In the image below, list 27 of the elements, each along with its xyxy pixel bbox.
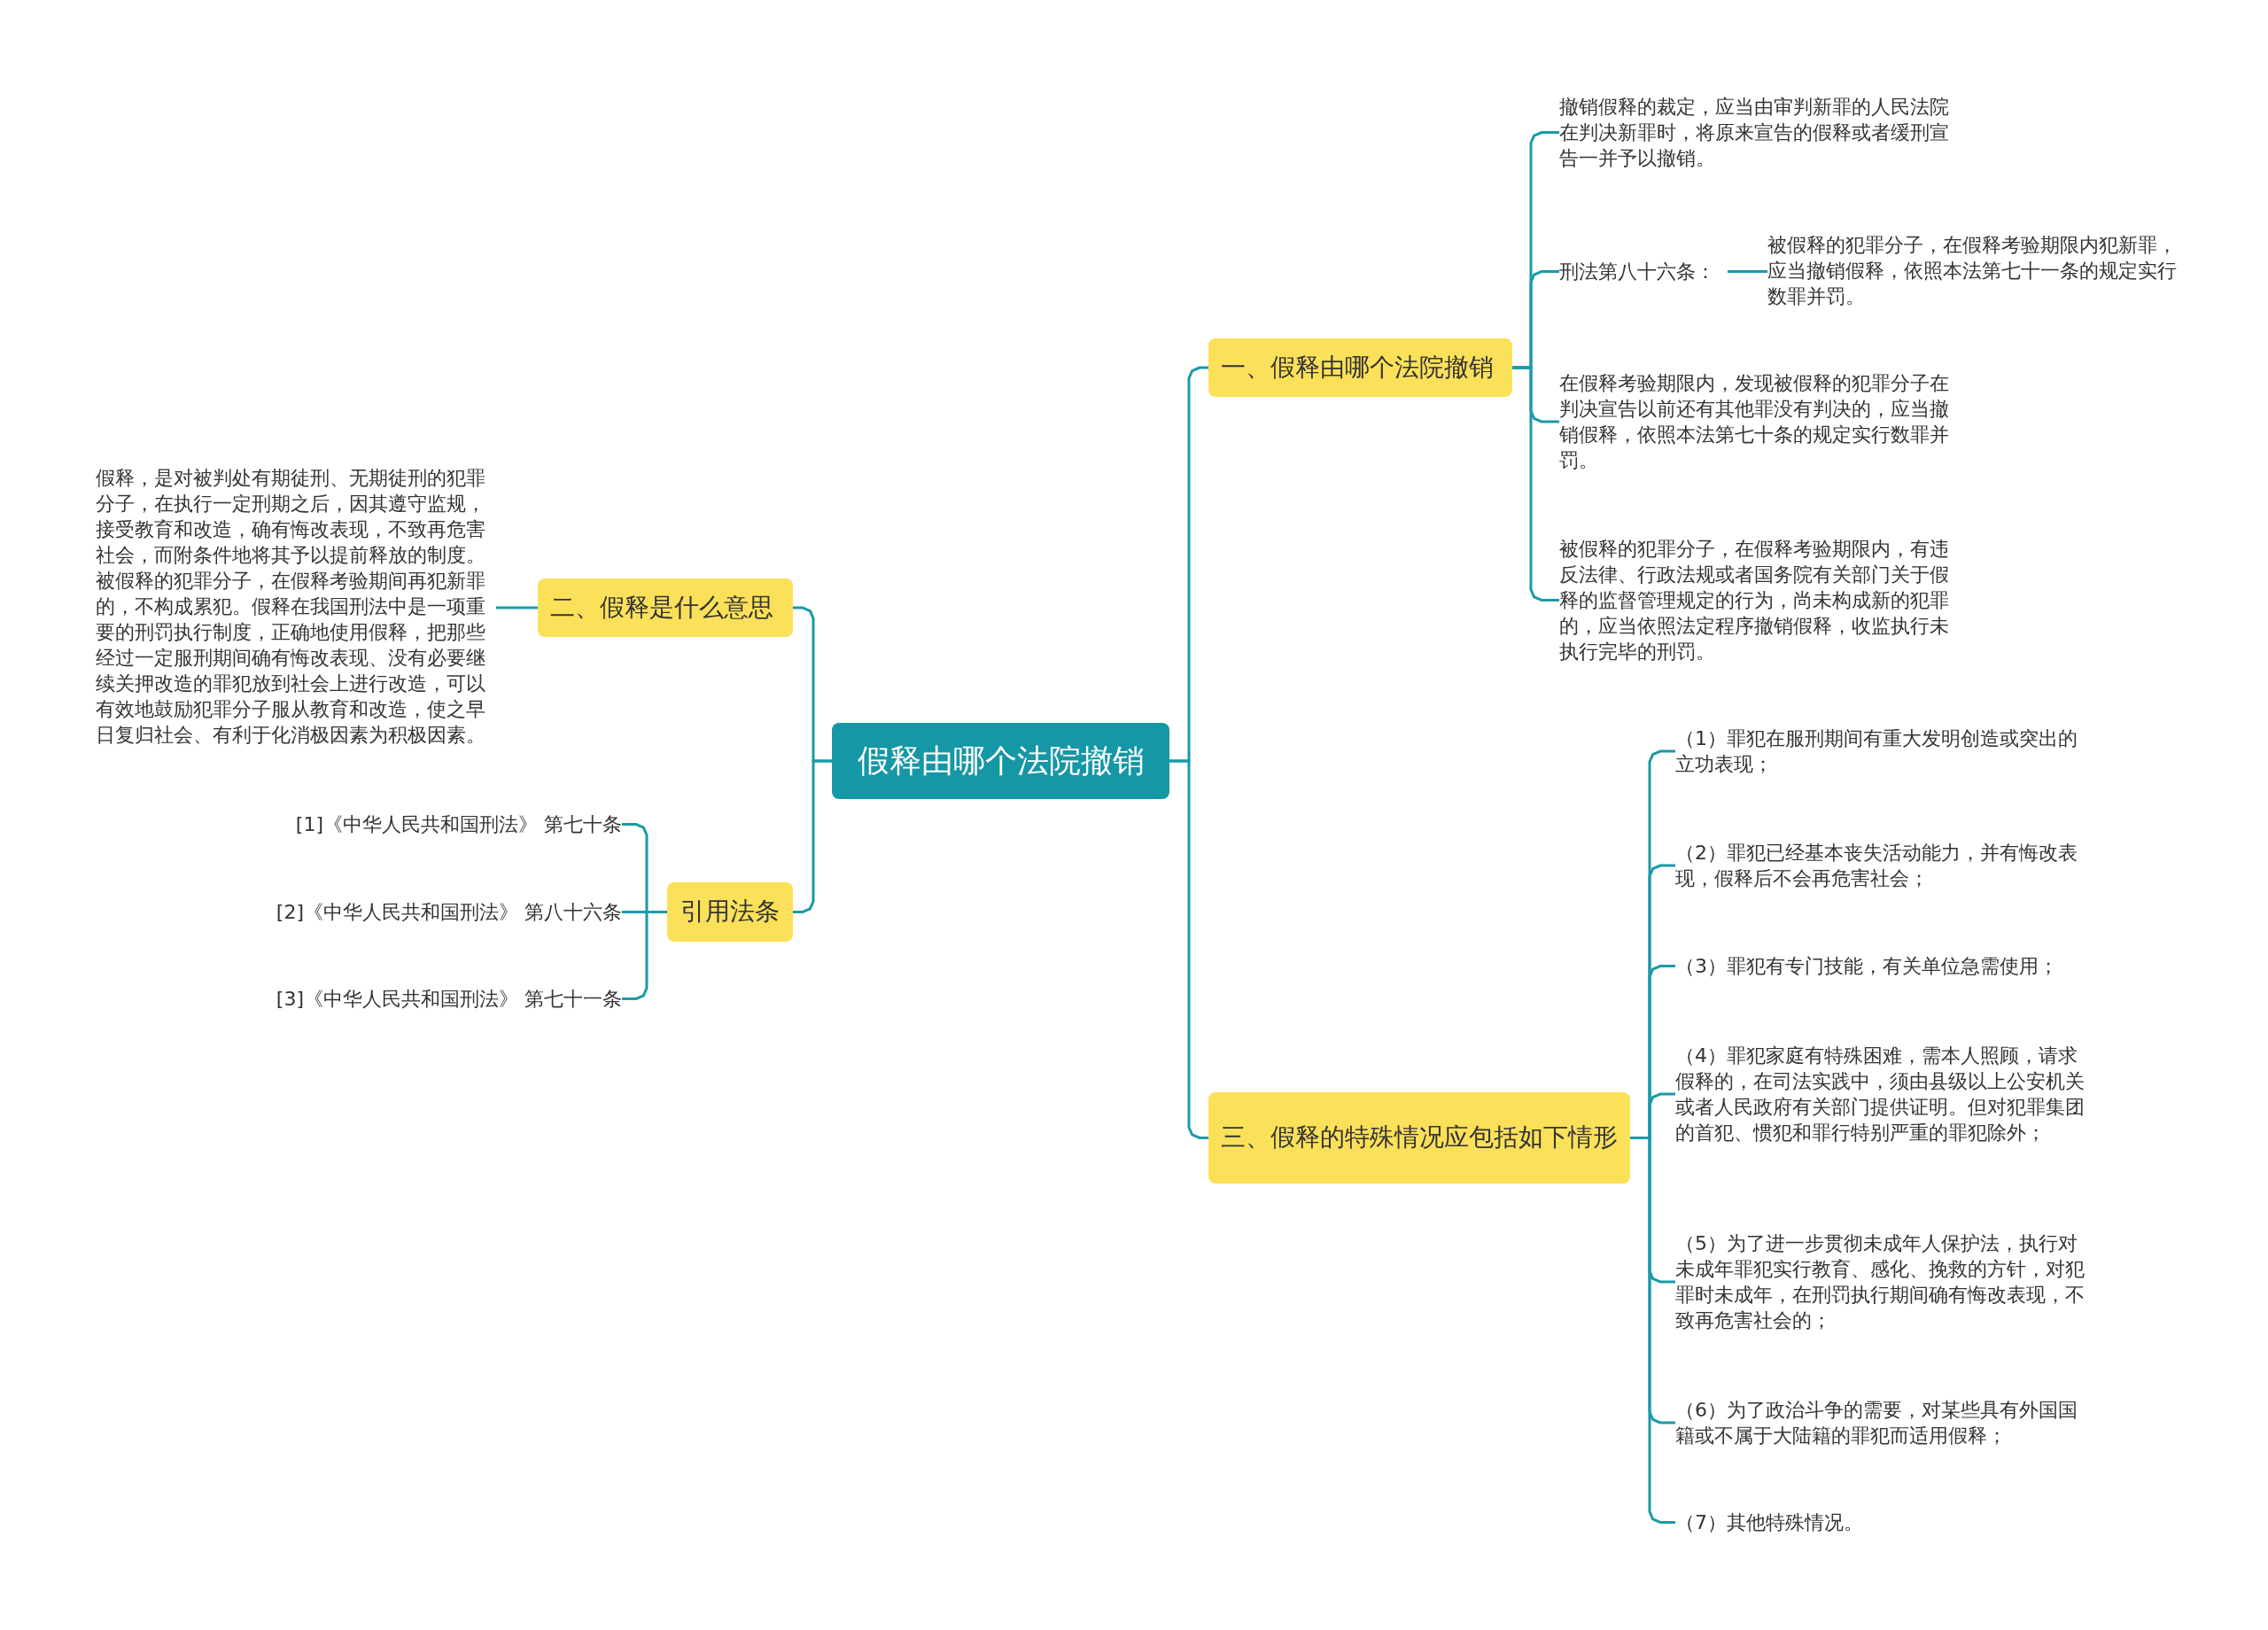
note-text: （5）为了进一步贯彻未成年人保护法，执行对未成年罪犯实行教育、感化、挽救的方针，对犯罪时未成年，在刑罚执行期间确有悔改表现，不致再危害社会的； [1675, 1230, 2085, 1333]
topic-box: 三、假释的特殊情况应包括如下情形 [1208, 1092, 1630, 1184]
connector-line [1728, 270, 1767, 273]
note-text: 假释，是对被判处有期徒刑、无期徒刑的犯罪分子，在执行一定刑期之后，因其遵守监规，接受教育和改造，确有悔改表现，不致再危害社会，而附条件地将其予以提前释放的制度。被假释的犯罪分子，在假释考验期间再犯新罪的，不构成累犯。假释在我国刑法中是一项重要的刑罚执行制度，正确地使用假释，把那些经过一定服刑期间确有悔改表现、没有必要继续关押改造的罪犯放到社会上进行改造，可以有效地鼓励犯罪分子服从教育和改造，使之早日复归社会、有利于化消极因素为积极因素。 [96, 465, 496, 748]
topic-box: 一、假释由哪个法院撤销 [1208, 338, 1512, 397]
note-text: 被假释的犯罪分子，在假释考验期限内，有违反法律、行政法规或者国务院有关部门关于假释的监督管理规定的行为，尚未构成新的犯罪的，应当依照法定程序撤销假释，收监执行未执行完毕的刑罚。 [1559, 536, 1960, 664]
connector-line [1169, 759, 1208, 1139]
topic-box: 引用法条 [667, 882, 793, 942]
citation-text: [3]《中华人民共和国刑法》 第七十一条 [248, 986, 622, 1012]
connector-line [496, 606, 538, 609]
note-text: （2）罪犯已经基本丧失活动能力，并有悔改表现，假释后不会再危害社会； [1675, 840, 2085, 891]
note-text: （7）其他特殊情况。 [1675, 1510, 2085, 1535]
note-text: （3）罪犯有专门技能，有关单位急需使用； [1675, 953, 2085, 979]
note-text: 刑法第八十六条： [1559, 259, 1728, 284]
note-text: （1）罪犯在服刑期间有重大发明创造或突出的立功表现； [1675, 726, 2085, 777]
note-text: （6）为了政治斗争的需要，对某些具有外国国籍或不属于大陆籍的罪犯而适用假释； [1675, 1397, 2085, 1448]
note-text: 撤销假释的裁定，应当由审判新罪的人民法院在判决新罪时，将原来宣告的假释或者缓刑宣告一并予以撤销。 [1559, 94, 1960, 171]
note-text: 在假释考验期限内，发现被假释的犯罪分子在判决宣告以前还有其他罪没有判决的，应当撤销假释，依照本法第七十条的规定实行数罪并罚。 [1559, 370, 1960, 473]
citation-text: [1]《中华人民共和国刑法》 第七十条 [248, 811, 622, 837]
central-topic: 假释由哪个法院撤销 [832, 723, 1169, 799]
connector-line [1630, 1137, 1675, 1524]
topic-box: 二、假释是什么意思 [538, 578, 793, 637]
note-text: （4）罪犯家庭有特殊困难，需本人照顾，请求假释的，在司法实践中，须由县级以上公安机关或者人民政府有关部门提供证明。但对犯罪集团的首犯、惯犯和罪行特别严重的罪犯除外； [1675, 1043, 2085, 1145]
note-text: 被假释的犯罪分子，在假释考验期限内犯新罪，应当撤销假释，依照本法第七十一条的规定实行数罪并罚。 [1767, 232, 2177, 309]
connector-line [793, 759, 832, 913]
citation-text: [2]《中华人民共和国刑法》 第八十六条 [248, 899, 622, 925]
connector-line [1512, 366, 1559, 602]
